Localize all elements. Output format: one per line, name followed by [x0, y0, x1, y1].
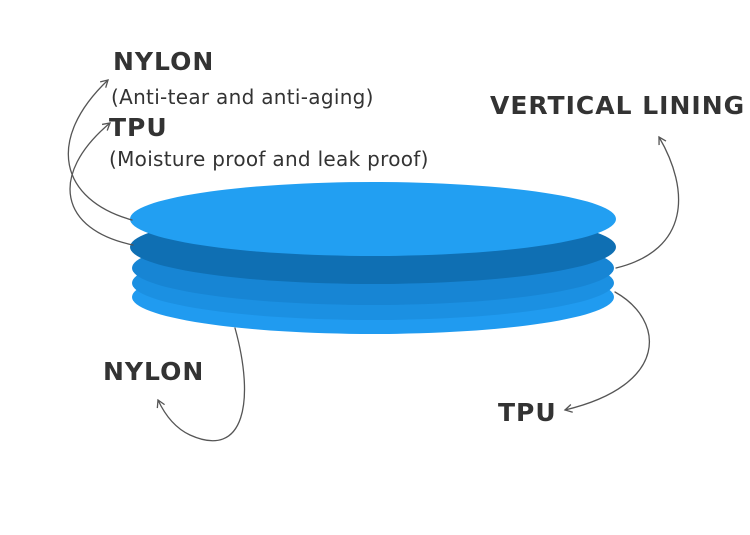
label-bottom-nylon: NYLON — [103, 357, 205, 386]
arrow-top-tpu — [69, 122, 134, 246]
label-top-tpu-title: TPU — [109, 113, 168, 142]
arrow-top-nylon — [67, 79, 133, 221]
label-vertical-lining: VERTICAL LINING — [490, 91, 746, 120]
label-bottom-tpu: TPU — [498, 398, 557, 427]
label-top-tpu-note: (Moisture proof and leak proof) — [109, 147, 429, 171]
material-disc — [130, 182, 616, 334]
arrow-vertical-lining — [615, 135, 680, 269]
label-top-nylon-title: NYLON — [113, 47, 215, 76]
label-top-nylon-note: (Anti-tear and anti-aging) — [111, 85, 374, 109]
arrow-bottom-nylon — [156, 327, 246, 442]
disc-layer-top-nylon — [130, 182, 616, 256]
arrow-bottom-tpu — [563, 291, 650, 413]
